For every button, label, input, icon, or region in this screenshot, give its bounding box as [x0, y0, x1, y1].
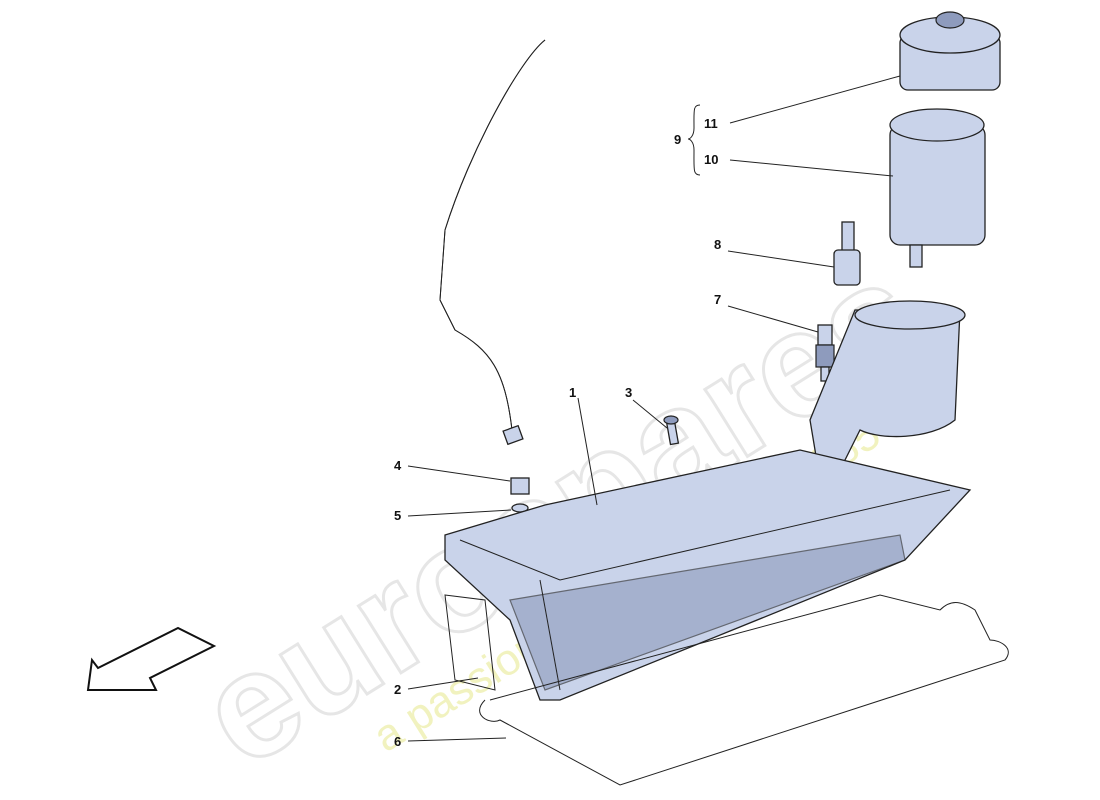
- callout-3: 3: [625, 385, 632, 400]
- callout-6: 6: [394, 734, 401, 749]
- small-gasket: [444, 594, 496, 691]
- direction-arrow-icon: [86, 626, 217, 691]
- callout-2: 2: [394, 682, 401, 697]
- callout-11: 11: [704, 116, 718, 131]
- callout-10: 10: [704, 152, 718, 167]
- callout-8: 8: [714, 237, 721, 252]
- filter-housing: [809, 300, 966, 481]
- tube-fitting: [502, 424, 524, 446]
- dipstick-tube: [439, 39, 546, 431]
- oil-filter: [889, 108, 986, 268]
- bolt: [663, 415, 680, 446]
- filter-cap: [899, 11, 1001, 91]
- callout-9: 9: [674, 132, 681, 147]
- callout-5: 5: [394, 508, 401, 523]
- temperature-sensor: [815, 324, 835, 382]
- oil-cooler: [444, 449, 972, 701]
- callout-4: 4: [394, 458, 402, 473]
- drain-plug: [510, 477, 530, 495]
- leader-lines: [407, 75, 901, 742]
- pressure-sensor: [833, 221, 861, 286]
- callout-7: 7: [714, 292, 721, 307]
- callout-1: 1: [569, 385, 576, 400]
- large-gasket: [479, 594, 1009, 786]
